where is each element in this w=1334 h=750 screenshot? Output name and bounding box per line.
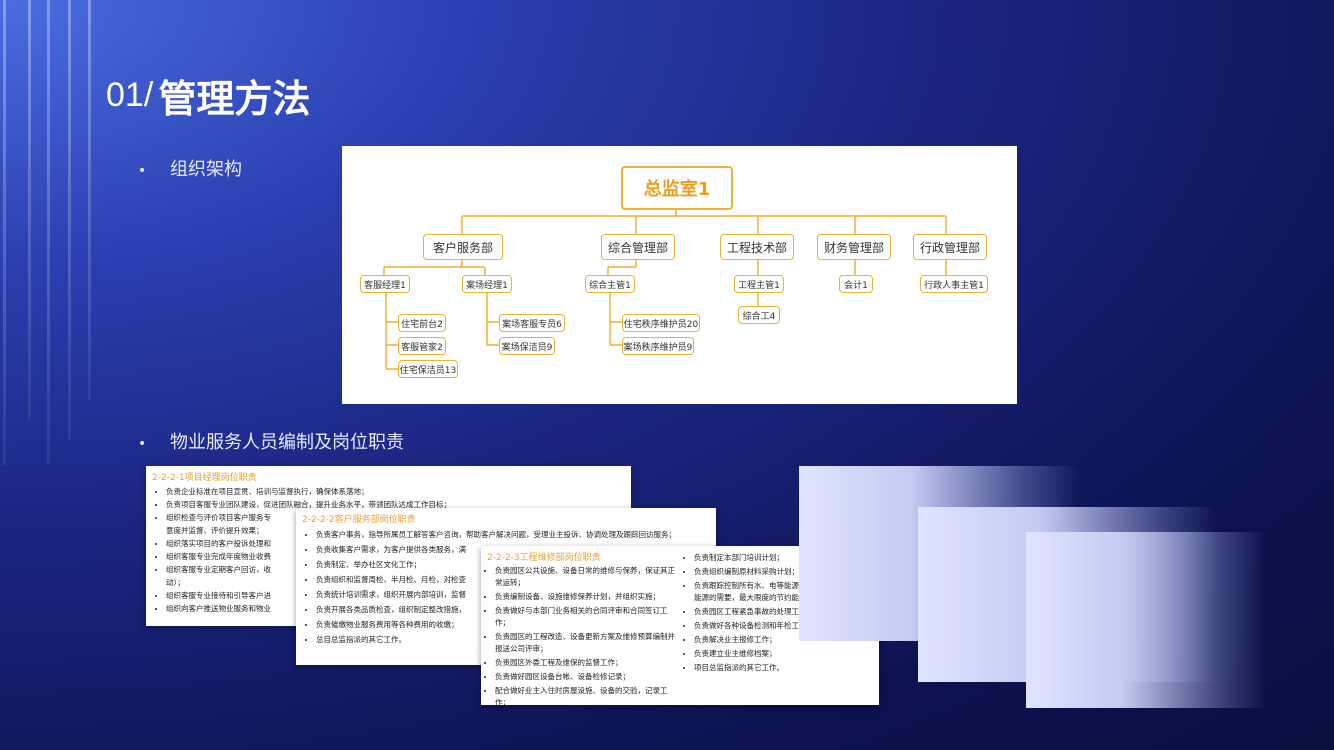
list-item: 负责催缴物业服务费用等各种费用的收缴； (316, 617, 716, 632)
org-staff: 综合工4 (738, 306, 780, 324)
list-item: 组织客服专业接待和引导客户进 (166, 589, 631, 602)
org-role: 综合主管1 (585, 275, 635, 293)
org-staff: 住宅前台2 (398, 314, 446, 332)
decor-line (47, 0, 50, 465)
org-role: 工程主管1 (734, 275, 784, 293)
list-item: 负责园区的工程改造、设备更新方案及维修预算编制并报送公司评审； (495, 631, 675, 655)
bullet-org-structure: • 组织架构 (138, 155, 242, 181)
org-chart: 总监室1 客户服务部 综合管理部 工程技术部 财务管理部 行政管理部 客服经理1… (342, 146, 1017, 404)
org-dept-general-management: 综合管理部 (601, 234, 675, 260)
list-item: 组织客服专业定期客户回访，收 (166, 563, 631, 576)
title-number: 01/ (106, 76, 154, 114)
bullet-staffing: • 物业服务人员编制及岗位职责 (138, 428, 404, 454)
list-item: 负责做好园区设备台帐、设备检修记录； (495, 671, 675, 683)
org-staff: 案场客服专员6 (499, 314, 565, 332)
bullet-icon: • (138, 163, 147, 179)
list-item: 项目总监指派的其它工作。 (694, 662, 864, 674)
list-item: 负责企业标准在项目宣贯、培训与监督执行，确保体系落地； (166, 485, 631, 498)
org-staff: 案场秩序维护员9 (622, 337, 694, 355)
list-item: 配合做好业主入住时房屋设施、设备的交验，记录工作； (495, 685, 675, 705)
bullet-text: 物业服务人员编制及岗位职责 (170, 432, 404, 453)
bullet-icon: • (138, 436, 147, 452)
list-item: 负责开展各类品质检查，组织制定整改措施， (316, 602, 716, 617)
list-item: 负责制定、举办社区文化工作； (316, 557, 716, 572)
list-item: 负责跟踪控制所有水、电等能源消耗，保证园区对能源的需要，最大限度的节约能源； (694, 580, 864, 604)
title-text: 管理方法 (158, 76, 311, 121)
org-role: 会计1 (839, 275, 873, 293)
doc-list: 负责客户事务，指导所属员工解答客户咨询，帮助客户解决问题，受理业主投诉、协调处理… (296, 527, 716, 647)
list-item: 动）； (166, 578, 185, 587)
list-item: 负责项目客服专业团队建设，促进团队融合，提升业务水平，带领团队达成工作目标； (166, 498, 631, 511)
list-item: 负责做好与本部门业务相关的合同评审和合同签订工作； (495, 605, 675, 629)
org-chart-connectors (383, 208, 947, 370)
list-item: 意度并监督、评价提升效果； (166, 526, 264, 535)
list-item: 负责收集客户需求，为客户提供各类服务，满 (316, 542, 716, 557)
doc-list: 负责企业标准在项目宣贯、培训与监督执行，确保体系落地； 负责项目客服专业团队建设… (146, 485, 631, 615)
org-node-top: 总监室1 (621, 166, 733, 210)
bullet-text: 组织架构 (170, 159, 242, 180)
org-dept-engineering: 工程技术部 (720, 234, 794, 260)
org-staff: 案场保洁员9 (499, 337, 555, 355)
list-item: 负责园区工程紧急事故的处理工作； (694, 606, 864, 618)
list-item: 负责做好各种设备检测和年检工作； (694, 620, 864, 632)
doc-title: 2-2-2-1项目经理岗位职责 (152, 473, 257, 483)
decor-line (28, 0, 31, 420)
list-item: 负责园区公共设施、设备日常的维修与保养，保证其正常运转； (495, 565, 675, 589)
list-item: 总目总监指派的其它工作。 (316, 632, 716, 647)
doc-list-right: 负责制定本部门培训计划； 负责组织编制原材料采购计划； 负责跟踪控制所有水、电等… (680, 552, 879, 674)
decor-line (68, 0, 71, 440)
decor-gradient-card (1026, 532, 1266, 708)
org-role: 行政人事主管1 (920, 275, 988, 293)
org-dept-finance: 财务管理部 (817, 234, 891, 260)
doc-title: 2-2-2-3工程维修部岗位职责 (487, 553, 601, 563)
doc-title: 2-2-2-2客户服务部岗位职责 (302, 515, 416, 525)
list-item: 组织向客户推送物业服务和物业 (166, 602, 631, 615)
list-item: 组织落实项目的客户投诉处理和 (166, 537, 631, 550)
org-dept-admin: 行政管理部 (913, 234, 987, 260)
list-item: 负责编制设备、设施维修保养计划，并组织实施； (495, 591, 675, 603)
list-item: 组织客服专业完成年度物业收费 (166, 550, 631, 563)
org-staff: 住宅秩序维护员20 (622, 314, 700, 332)
doc-list-left: 负责园区公共设施、设备日常的维修与保养，保证其正常运转； 负责编制设备、设施维修… (481, 565, 680, 705)
decor-line (88, 0, 91, 400)
org-staff: 住宅保洁员13 (398, 360, 458, 378)
list-item: 负责解决业主报修工作； (694, 634, 864, 646)
org-staff: 客服管家2 (398, 337, 446, 355)
list-item: 负责园区外委工程及维保的监督工作； (495, 657, 675, 669)
org-role: 案场经理1 (462, 275, 512, 293)
org-dept-customer-service: 客户服务部 (423, 234, 503, 260)
list-item: 负责统计培训需求，组织开展内部培训，监督 (316, 587, 716, 602)
list-item: 负责建立业主维修档案； (694, 648, 864, 660)
list-item: 负责客户事务，指导所属员工解答客户咨询，帮助客户解决问题，受理业主投诉、协调处理… (316, 527, 716, 542)
list-item: 负责制定本部门培训计划； (694, 552, 864, 564)
org-role: 客服经理1 (360, 275, 410, 293)
list-item: 负责组织编制原材料采购计划； (694, 566, 864, 578)
list-item: 负责组织和监督周检、半月检、月检，对检查 (316, 572, 716, 587)
decor-line (3, 0, 6, 465)
page-title: 01/ 管理方法 (106, 68, 310, 123)
list-item: 组织检查与评价项目客户服务专 (166, 511, 631, 524)
